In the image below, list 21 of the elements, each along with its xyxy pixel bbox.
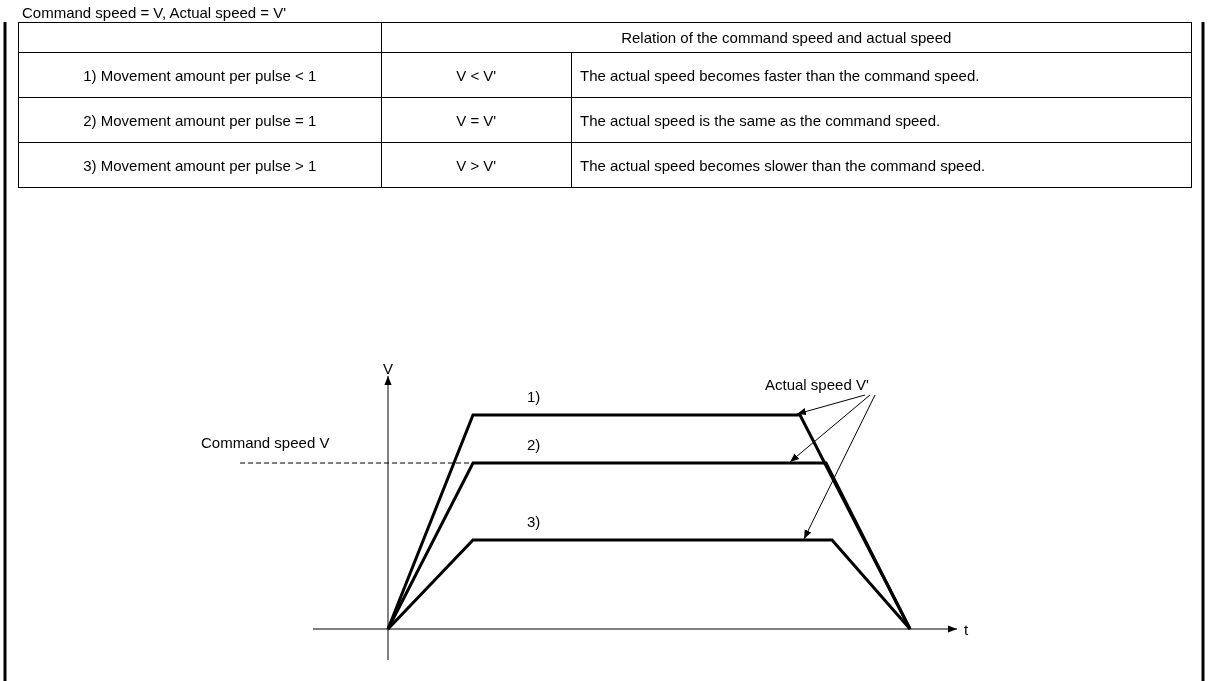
axis-label: V: [383, 360, 393, 377]
curve-label: 1): [527, 388, 541, 405]
table-cell: V < V': [381, 52, 572, 98]
curve-label: 2): [527, 436, 541, 453]
axis-label: t: [964, 621, 969, 638]
table-cell: V = V': [381, 97, 572, 143]
table-cell: The actual speed becomes faster than the command speed.: [571, 52, 1192, 98]
table-cell: V > V': [381, 142, 572, 188]
table-cell: The actual speed becomes slower than the command speed.: [571, 142, 1192, 188]
table-cell: The actual speed is the same as the command speed.: [571, 97, 1192, 143]
leader-line: [789, 394, 871, 463]
leader-line: [803, 394, 876, 540]
curve-label: 3): [527, 513, 541, 530]
callout-text: Actual speed V': [765, 376, 869, 393]
table-cell: 1) Movement amount per pulse < 1: [18, 52, 381, 98]
header-cell: Relation of the command speed and actual speed: [381, 22, 1192, 53]
table-cell: 3) Movement amount per pulse > 1: [18, 142, 381, 188]
speed-label: Command speed V: [201, 434, 330, 451]
leader-line: [796, 394, 866, 416]
table-title: Command speed = V, Actual speed = V': [22, 4, 287, 21]
table-cell: 2) Movement amount per pulse = 1: [18, 97, 381, 143]
